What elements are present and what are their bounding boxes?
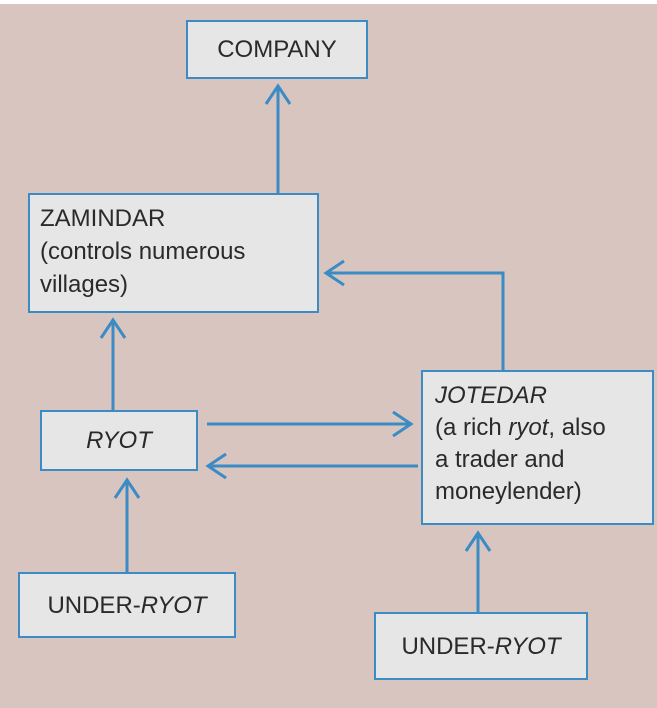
edge-jotedar-to-zamindar (328, 271, 505, 370)
jotedar-desc-line-3: moneylender) (435, 478, 582, 505)
jotedar-desc-pre: (a rich (435, 414, 509, 441)
arrowhead-jotedar-from-ryot (392, 410, 414, 438)
zamindar-node: ZAMINDAR (controls numerous villages) (28, 193, 319, 313)
arrowhead-zamindar-from-ryot (99, 317, 127, 339)
under-ryot-left-italic: RYOT (140, 591, 207, 619)
company-node: COMPANY (186, 20, 368, 79)
under-ryot-right-prefix: UNDER- (401, 632, 495, 660)
under-ryot-right-node: UNDER-RYOT (374, 612, 588, 680)
jotedar-desc-ryot: ryot (508, 414, 549, 441)
jotedar-title: JOTEDAR (435, 382, 548, 409)
under-ryot-right-italic: RYOT (494, 632, 561, 660)
ryot-node: RYOT (40, 410, 198, 471)
company-label: COMPANY (217, 36, 337, 63)
arrowhead-jotedar-from-under (464, 530, 492, 552)
zamindar-title: ZAMINDAR (40, 205, 166, 232)
arrowhead-ryot-from-under (113, 477, 141, 499)
jotedar-desc-post: , also (548, 414, 606, 441)
under-ryot-left-prefix: UNDER- (47, 591, 141, 619)
under-ryot-left-node: UNDER-RYOT (18, 572, 236, 638)
jotedar-desc-line-1: (a rich ryot, also (435, 412, 642, 444)
jotedar-desc-line-2: a trader and (435, 446, 565, 473)
arrowhead-zamindar-from-jotedar (323, 259, 345, 287)
ryot-label: RYOT (86, 427, 152, 454)
top-border-strip (0, 0, 657, 4)
zamindar-desc-line-1: (controls numerous (40, 238, 246, 265)
zamindar-desc-line-2: villages) (40, 271, 129, 298)
arrowhead-ryot-from-jotedar (205, 452, 227, 480)
jotedar-node: JOTEDAR (a rich ryot, also a trader and … (421, 370, 654, 525)
